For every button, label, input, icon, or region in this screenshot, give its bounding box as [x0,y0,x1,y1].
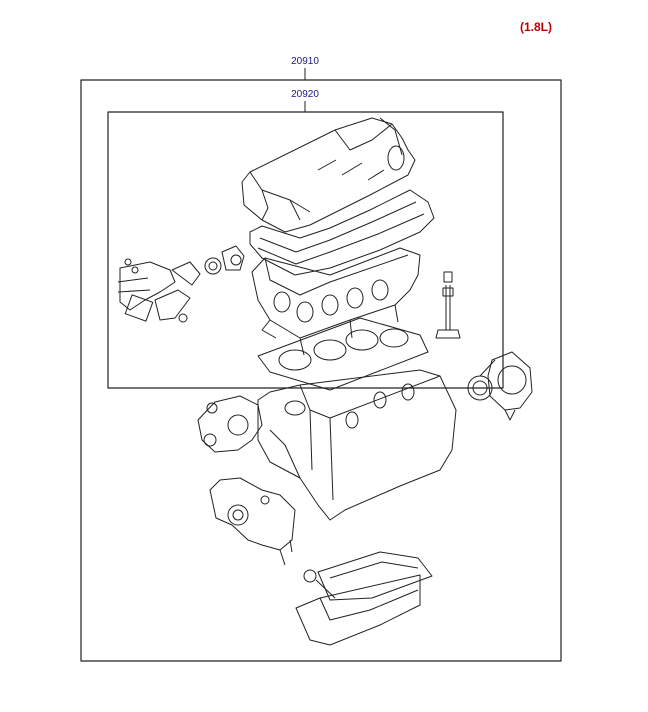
head-gasket-part[interactable] [257,317,429,391]
cover-gasket-part[interactable] [249,189,435,276]
part-number-20920-label[interactable]: 20920 [291,89,319,100]
thermostat-fittings-part[interactable] [117,245,245,323]
head-cover-part[interactable] [241,117,416,233]
cylinder-head-part[interactable] [251,247,421,356]
outer-kit-frame [80,79,562,662]
water-pump-part[interactable] [197,395,263,453]
valve-part[interactable] [435,271,461,339]
part-number-20910-label[interactable]: 20910 [291,56,319,67]
oil-pan-part[interactable] [295,569,421,646]
seal-leader-line [479,359,496,377]
oil-pump-cover-part[interactable] [209,477,296,566]
cylinder-block-part[interactable] [257,369,457,521]
engine-spec-label: (1.8L) [520,20,553,34]
inner-kit-frame [107,111,504,389]
crank-seal-part[interactable] [467,351,533,421]
oil-pan-gasket-part[interactable] [317,551,433,601]
